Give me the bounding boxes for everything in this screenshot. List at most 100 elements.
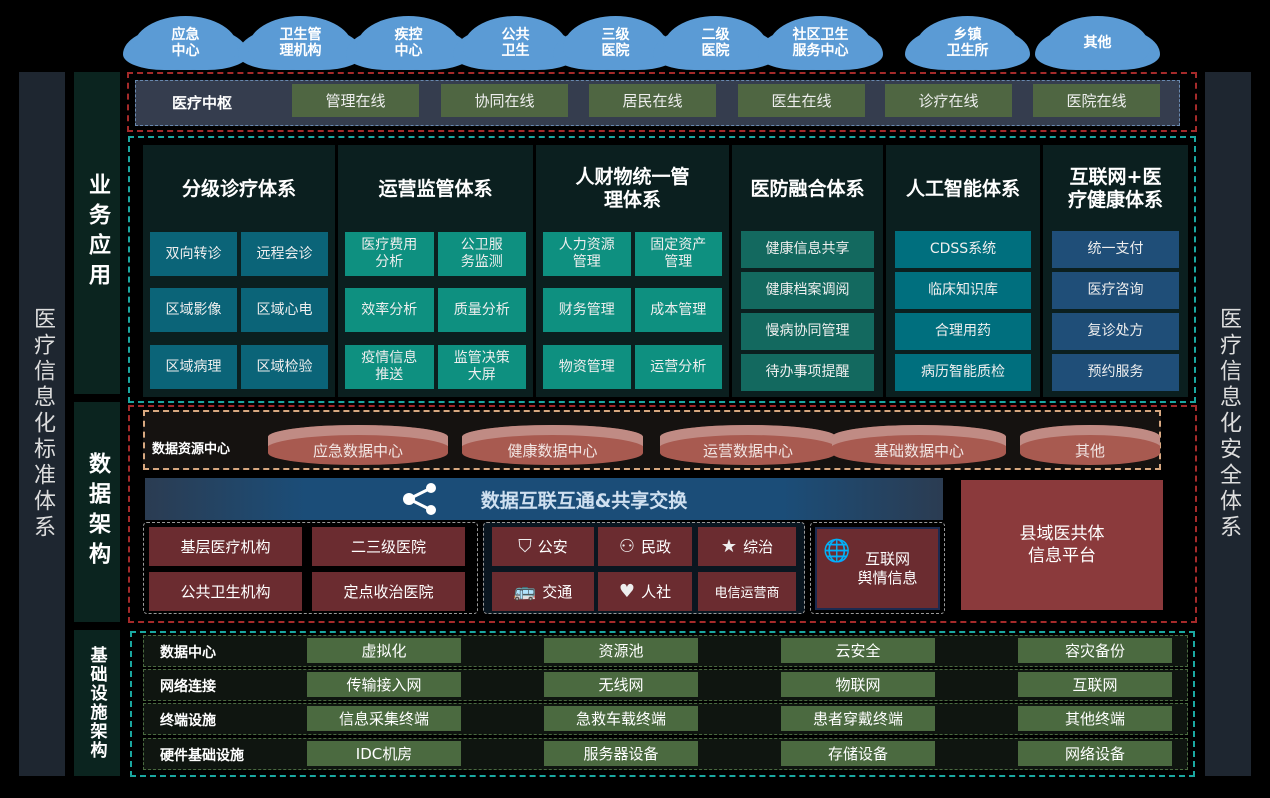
infra-item[interactable]: 互联网 [1018, 672, 1172, 697]
data-center-cylinder[interactable]: 其他 [1020, 425, 1160, 465]
system-item[interactable]: 待办事项提醒 [741, 354, 874, 391]
gov-source[interactable]: 电信运营商 [698, 572, 796, 611]
infra-item[interactable]: 其他终端 [1018, 706, 1172, 731]
system-item[interactable]: 远程会诊 [241, 232, 328, 276]
infra-item[interactable]: 无线网 [544, 672, 698, 697]
system-title: 人工智能体系 [905, 177, 1020, 200]
internet-info-box: 🌐 互联网 舆情信息 [815, 527, 940, 610]
exchange-band: 数据互联互通&共享交换 [145, 478, 943, 520]
system-item[interactable]: 区域检验 [241, 345, 328, 389]
cloud-5: 二级 医院 [663, 16, 768, 70]
hub-item[interactable]: 管理在线 [292, 84, 419, 117]
cloud-8: 其他 [1045, 16, 1150, 70]
hub-item[interactable]: 诊疗在线 [885, 84, 1012, 117]
medical-source[interactable]: 基层医疗机构 [149, 527, 302, 566]
cloud-3: 公共 卫生 [463, 16, 568, 70]
gov-source-label: 综治 [743, 538, 774, 556]
infra-item[interactable]: IDC机房 [307, 741, 461, 766]
system-item[interactable]: 医疗费用 分析 [345, 232, 434, 276]
system-item[interactable]: 成本管理 [634, 288, 722, 332]
exchange-label: 数据互联互通&共享交换 [480, 489, 688, 512]
system-title: 分级诊疗体系 [181, 177, 296, 200]
security-system-column: 医疗信息化安全体系 [1205, 72, 1251, 776]
system-item[interactable]: 区域心电 [241, 288, 328, 332]
infra-item[interactable]: 资源池 [544, 638, 698, 663]
infra-item[interactable]: 存储设备 [781, 741, 935, 766]
system-item[interactable]: 物资管理 [543, 345, 631, 389]
system-item[interactable]: 慢病协同管理 [741, 313, 874, 350]
system-item[interactable]: 效率分析 [345, 288, 434, 332]
layer-infra: 基础设施架构 [74, 630, 120, 776]
system-item[interactable]: 统一支付 [1052, 231, 1179, 268]
internet-group [810, 522, 945, 614]
data-center-cylinder[interactable]: 健康数据中心 [462, 425, 643, 465]
police-badge-icon: ⛉ [518, 536, 532, 557]
civil-affairs-icon: ⚇ [618, 536, 636, 557]
gov-source[interactable]: ★ 综治 [698, 527, 796, 566]
infra-item[interactable]: 服务器设备 [544, 741, 698, 766]
system-title: 运营监管体系 [378, 177, 493, 200]
system-title: 人财物统一管 理体系 [575, 166, 690, 211]
gov-source-label: 交通 [542, 583, 573, 601]
system-item[interactable]: 质量分析 [437, 288, 526, 332]
globe-icon: 🌐 [823, 539, 851, 564]
data-center-cylinder[interactable]: 应急数据中心 [268, 425, 448, 465]
system-item[interactable]: 临床知识库 [895, 272, 1031, 309]
internet-info-label: 互联网 舆情信息 [857, 549, 918, 587]
system-item[interactable]: 区域影像 [150, 288, 237, 332]
medical-source[interactable]: 二三级医院 [312, 527, 465, 566]
system-item[interactable]: 病历智能质检 [895, 354, 1031, 391]
system-item[interactable]: 双向转诊 [150, 232, 237, 276]
hub-item[interactable]: 协同在线 [441, 84, 568, 117]
layer-data: 数据架构 [74, 402, 120, 622]
data-center-cylinder[interactable]: 运营数据中心 [660, 425, 836, 465]
infra-item[interactable]: 急救车载终端 [544, 706, 698, 731]
system-item[interactable]: 财务管理 [543, 288, 631, 332]
infra-label: 网络连接 [160, 679, 216, 695]
infra-item[interactable]: 物联网 [781, 672, 935, 697]
system-item[interactable]: 疫情信息 推送 [345, 345, 434, 389]
gov-source[interactable]: ⚇民政 [598, 527, 692, 566]
infra-item[interactable]: 虚拟化 [307, 638, 461, 663]
gov-source-label: 公安 [537, 538, 568, 556]
infra-item[interactable]: 容灾备份 [1018, 638, 1172, 663]
system-item[interactable]: 固定资产 管理 [634, 232, 722, 276]
system-item[interactable]: 健康信息共享 [741, 231, 874, 268]
cloud-7: 乡镇 卫生所 [915, 16, 1020, 70]
medical-source[interactable]: 定点收治医院 [312, 572, 465, 611]
gov-source[interactable]: ♥人社 [598, 572, 692, 611]
system-item[interactable]: 运营分析 [634, 345, 722, 389]
hub-item[interactable]: 医生在线 [738, 84, 865, 117]
infra-item[interactable]: 信息采集终端 [307, 706, 461, 731]
infra-item[interactable]: 网络设备 [1018, 741, 1172, 766]
gov-source[interactable]: 🚌交通 [492, 572, 594, 611]
system-item[interactable]: 人力资源 管理 [543, 232, 631, 276]
system-item[interactable]: 预约服务 [1052, 354, 1179, 391]
system-item[interactable]: CDSS系统 [895, 231, 1031, 268]
hub-item[interactable]: 医院在线 [1033, 84, 1160, 117]
hub-item[interactable]: 居民在线 [589, 84, 716, 117]
shield-star-icon: ★ [720, 536, 738, 557]
medical-source[interactable]: 公共卫生机构 [149, 572, 302, 611]
cloud-0: 应急 中心 [133, 16, 238, 70]
system-item[interactable]: 复诊处方 [1052, 313, 1179, 350]
share-icon [402, 483, 436, 515]
data-frame [128, 405, 1197, 623]
system-item[interactable]: 健康档案调阅 [741, 272, 874, 309]
system-item[interactable]: 监管决策 大屏 [437, 345, 526, 389]
data-center-cylinder[interactable]: 基础数据中心 [832, 425, 1006, 465]
infra-item[interactable]: 患者穿戴终端 [781, 706, 935, 731]
system-item[interactable]: 医疗咨询 [1052, 272, 1179, 309]
system-item[interactable]: 合理用药 [895, 313, 1031, 350]
system-title: 医防融合体系 [750, 177, 865, 200]
data-resource-label: 数据资源中心 [152, 442, 231, 457]
gov-source[interactable]: ⛉ 公安 [492, 527, 594, 566]
business-frame [128, 136, 1196, 403]
cloud-4: 三级 医院 [563, 16, 668, 70]
system-item[interactable]: 区域病理 [150, 345, 237, 389]
infra-item[interactable]: 传输接入网 [307, 672, 461, 697]
infra-item[interactable]: 云安全 [781, 638, 935, 663]
standards-system-column: 医疗信息化标准体系 [19, 72, 65, 776]
system-item[interactable]: 公卫服 务监测 [437, 232, 526, 276]
heart-hands-icon: ♥ [618, 581, 636, 602]
